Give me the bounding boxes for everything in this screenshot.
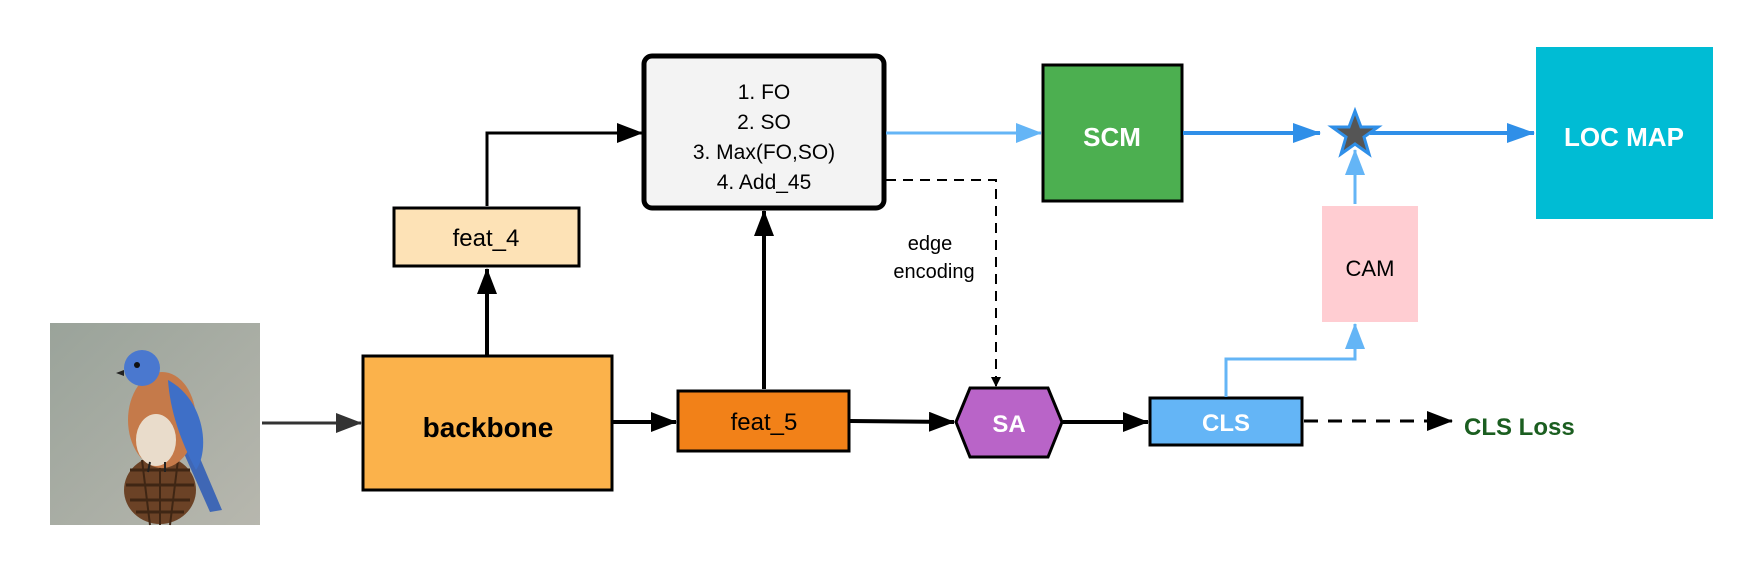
edge-encoding-label-line1: edge (908, 233, 953, 255)
feat4-node: feat_4 (392, 206, 581, 268)
cls-node: CLS (1148, 396, 1304, 447)
scm-label: SCM (1083, 122, 1141, 152)
ops-node: 1. FO 2. SO 3. Max(FO,SO) 4. Add_45 (641, 53, 887, 211)
edge-encoding-label-line2: encoding (893, 261, 974, 283)
cam-node: CAM (1322, 206, 1418, 322)
bird-icon (116, 350, 222, 526)
feat5-label: feat_5 (731, 409, 798, 436)
blue-arrows (886, 123, 1535, 397)
sa-node: SA (954, 386, 1064, 459)
sa-label: SA (992, 411, 1025, 438)
cls-loss-label: CLS Loss (1464, 414, 1575, 441)
backbone-label: backbone (423, 412, 554, 443)
ops-item-1: 1. FO (738, 81, 791, 104)
loc-map-node: LOC MAP (1536, 47, 1713, 219)
input-image (50, 323, 260, 526)
cls-label: CLS (1202, 410, 1250, 437)
star-icon (1327, 106, 1383, 158)
arrow-edge-encoding (886, 179, 1001, 387)
backbone-node: backbone (361, 354, 614, 492)
ops-item-3: 3. Max(FO,SO) (693, 141, 835, 164)
arrow-cls-to-cam (1224, 323, 1365, 397)
arrow-feat4-to-ops (485, 123, 643, 206)
arrows (262, 123, 1453, 433)
cam-label: CAM (1346, 256, 1395, 281)
ops-item-4: 4. Add_45 (717, 171, 812, 194)
feat4-label: feat_4 (453, 225, 520, 252)
loc-map-label: LOC MAP (1564, 122, 1684, 152)
arrow-feat5-to-sa (849, 411, 955, 432)
feat5-node: feat_5 (676, 389, 851, 453)
ops-item-2: 2. SO (737, 111, 791, 134)
scm-node: SCM (1041, 63, 1184, 203)
